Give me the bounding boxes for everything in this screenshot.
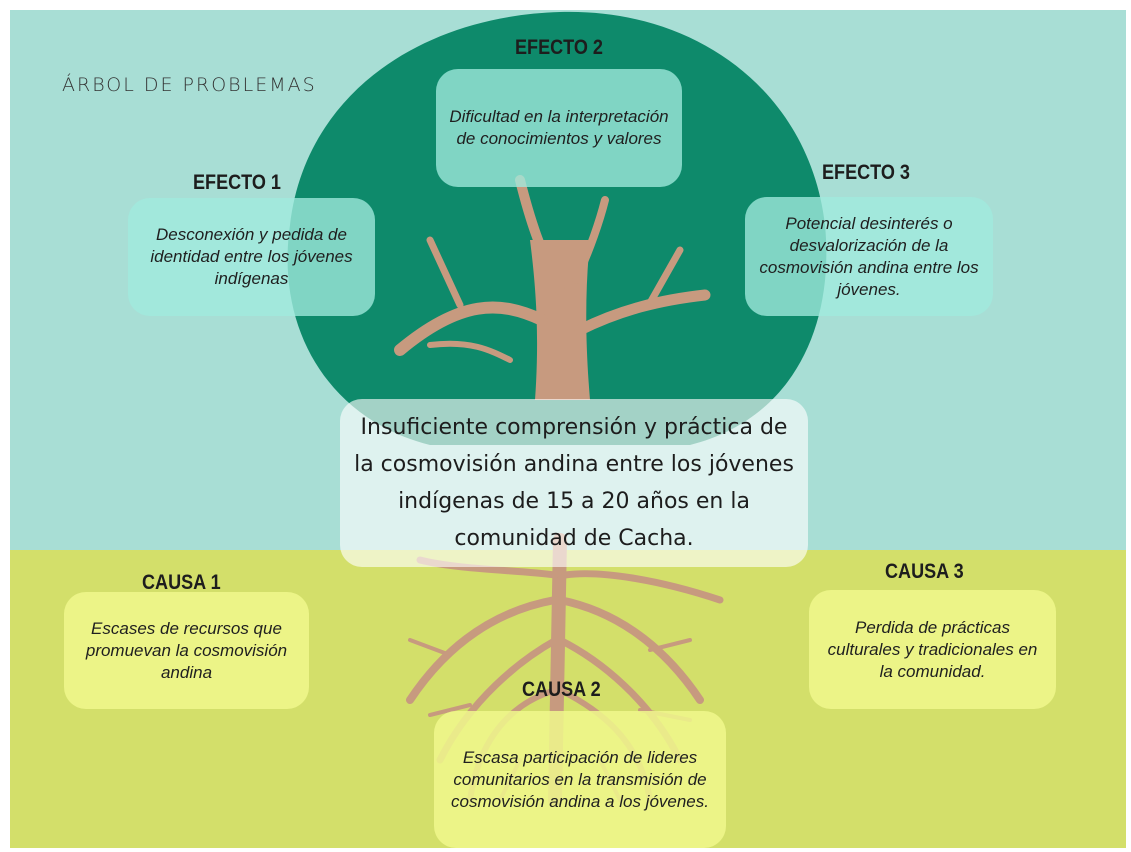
cause-1-label: CAUSA 1 [142,571,221,594]
core-problem-box: Insuficiente comprensión y práctica de l… [340,399,808,567]
effect-3-box: Potencial desinterés o desvalorización d… [745,197,993,316]
cause-2-box: Escasa participación de lideres comunita… [434,711,726,848]
cause-3-box: Perdida de prácticas culturales y tradic… [809,590,1056,709]
cause-1-box: Escases de recursos que promuevan la cos… [64,592,309,709]
cause-2-label: CAUSA 2 [522,678,601,701]
effect-1-box: Desconexión y pedida de identidad entre … [128,198,375,316]
effect-1-label: EFECTO 1 [193,171,281,194]
effect-2-box: Dificultad en la interpretación de conoc… [436,69,682,187]
effect-2-label: EFECTO 2 [515,36,603,59]
effect-3-label: EFECTO 3 [822,161,910,184]
tree-trunk [394,175,711,400]
cause-3-label: CAUSA 3 [885,560,964,583]
diagram-title: ÁRBOL DE PROBLEMAS [62,74,317,96]
